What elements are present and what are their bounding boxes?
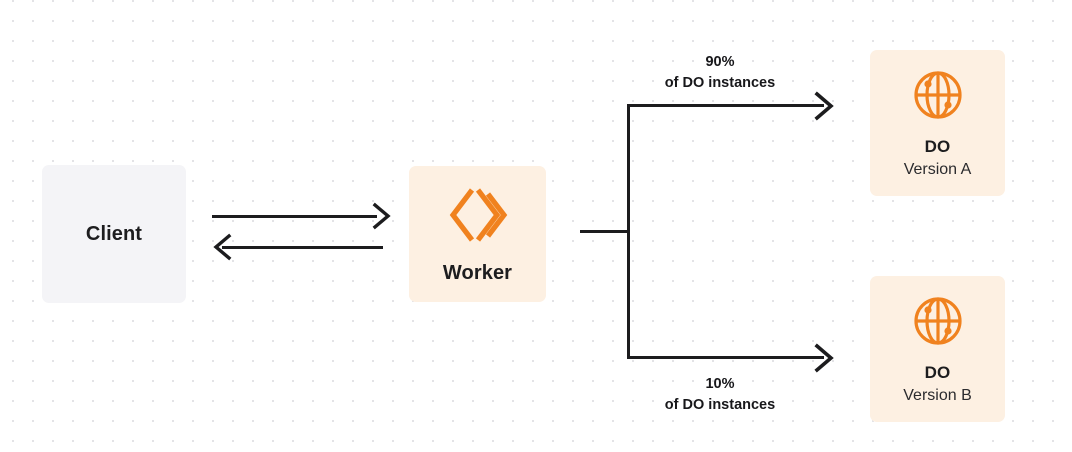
bottom-branch-description: of DO instances	[664, 397, 776, 414]
do-version-a-label: DO	[924, 137, 951, 156]
do-version-a-sublabel: Version A	[903, 161, 972, 178]
do-version-b-sublabel: Version B	[903, 387, 972, 404]
worker-node[interactable]: Worker	[409, 166, 546, 302]
bottom-branch-line	[627, 356, 824, 359]
top-branch-description: of DO instances	[664, 75, 776, 92]
globe-icon	[913, 71, 962, 119]
bottom-branch-arrowhead-icon	[814, 343, 834, 373]
do-version-a-node[interactable]: DO Version A	[870, 50, 1005, 196]
client-to-worker-line	[212, 215, 377, 218]
top-branch-arrowhead-icon	[814, 91, 834, 121]
bottom-branch-percent: 10%	[705, 376, 735, 392]
client-node-label: Client	[85, 222, 143, 245]
top-branch-percent: 90%	[705, 54, 735, 70]
globe-icon	[913, 297, 962, 345]
worker-to-client-arrowhead-icon	[213, 233, 232, 261]
worker-branch-stub	[580, 230, 630, 233]
branch-trunk-line	[627, 104, 630, 359]
top-branch-line	[627, 104, 824, 107]
do-version-b-label: DO	[924, 363, 951, 382]
worker-to-client-line	[222, 246, 383, 249]
worker-node-label: Worker	[442, 261, 513, 284]
cloudflare-workers-icon	[449, 187, 507, 242]
client-node[interactable]: Client	[42, 165, 186, 303]
bottom-branch-label: 10% of DO instances	[620, 374, 820, 416]
client-to-worker-arrowhead-icon	[372, 202, 391, 230]
do-version-b-node[interactable]: DO Version B	[870, 276, 1005, 422]
top-branch-label: 90% of DO instances	[620, 52, 820, 94]
